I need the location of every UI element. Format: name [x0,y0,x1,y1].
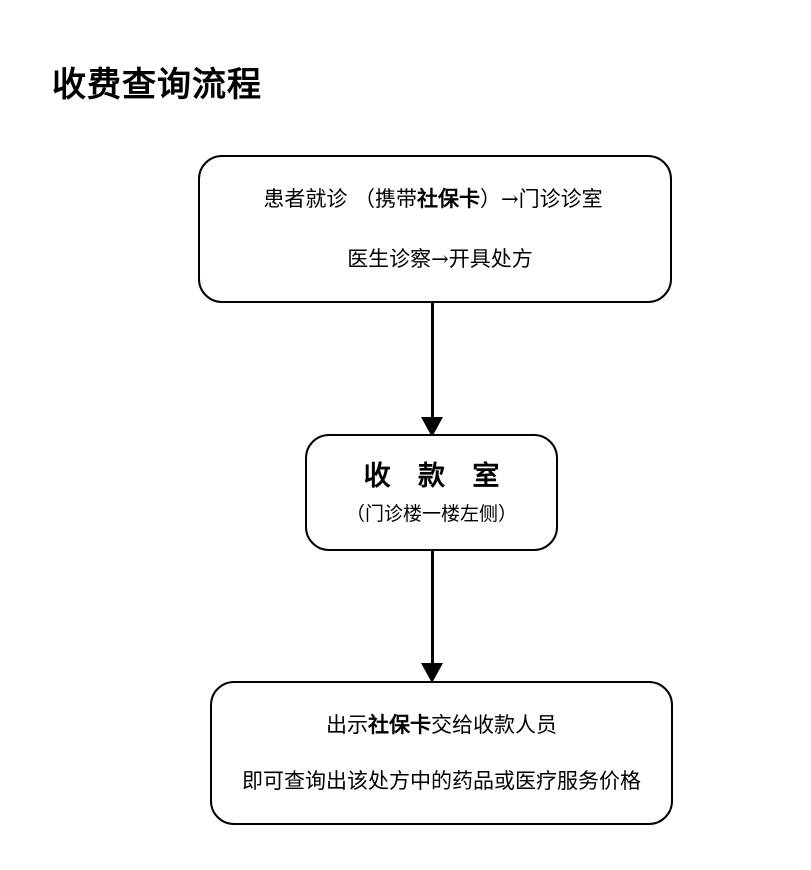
flow-node-patient-visit: 患者就诊 （携带社保卡）→门诊诊室 医生诊察→开具处方 [198,155,672,303]
query-line1-prefix: 出示 [326,713,368,737]
flow-node-patient-visit-line-2: 医生诊察→开具处方 [347,247,533,271]
arrow-stem [430,301,434,421]
flow-node-cashier-room: 收 款 室 （门诊楼一楼左侧） [305,434,558,551]
arrow-down-icon-cashier-to-query [421,549,443,683]
arrow-stem [430,549,434,667]
visit-line1-prefix: 患者就诊 （携带 [263,187,418,211]
arrow-head [421,417,443,437]
query-line1-suffix: 交给收款人员 [431,713,557,737]
visit-line1-suffix: ）→门诊诊室 [480,187,603,211]
page-title: 收费查询流程 [52,64,262,105]
query-line1-bold-social-security-card: 社保卡 [368,712,431,737]
flow-node-cashier-room-location: （门诊楼一楼左侧） [345,502,517,525]
flow-node-price-query-line-2: 即可查询出该处方中的药品或医疗服务价格 [242,769,641,793]
flow-node-price-query-line-1: 出示社保卡交给收款人员 [326,710,557,740]
flow-node-cashier-room-title: 收 款 室 [363,460,509,492]
visit-line1-bold-social-security-card: 社保卡 [417,186,481,211]
arrow-down-icon-visit-to-cashier [421,301,443,437]
arrow-head [421,663,443,683]
flow-node-price-query: 出示社保卡交给收款人员 即可查询出该处方中的药品或医疗服务价格 [210,681,673,825]
flow-node-patient-visit-line-1: 患者就诊 （携带社保卡）→门诊诊室 [263,184,602,214]
